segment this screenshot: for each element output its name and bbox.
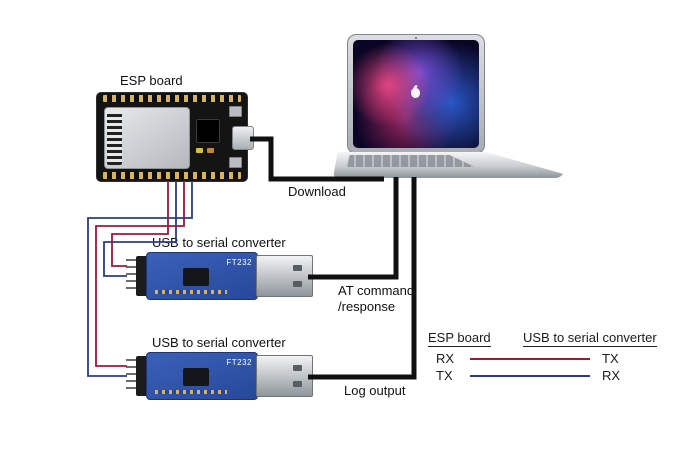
esp-pin-header-bottom [103, 172, 241, 179]
esp-reset-button [229, 157, 242, 168]
converter2-usb-plug [256, 355, 313, 397]
converter1-solder-pads [155, 290, 227, 294]
esp-led [207, 148, 214, 153]
at-command-label: AT command /response [338, 283, 414, 316]
laptop-display [353, 40, 479, 148]
laptop [333, 34, 565, 180]
converter2-solder-pads [155, 390, 227, 394]
legend-rx-tx-line [470, 358, 590, 360]
legend-esp-rx-label: RX [436, 351, 455, 366]
laptop-base [333, 152, 565, 178]
converter1-label: USB to serial converter [152, 235, 286, 250]
usb-plug-hole [293, 381, 302, 387]
apple-logo-icon [411, 88, 420, 98]
legend-converter-rx-label: RX [602, 368, 621, 383]
converter1-ft232-chip [183, 268, 209, 286]
esp-micro-usb-port [232, 126, 254, 150]
converter1-usb-plug [256, 255, 313, 297]
esp-board-label: ESP board [120, 73, 183, 88]
esp-boot-button [229, 106, 242, 117]
legend-esp-column-header: ESP board [428, 330, 491, 347]
at-command-label-line2: /response [338, 299, 396, 315]
converter2-pcb: FT232 [146, 352, 258, 400]
legend-tx-rx-line [470, 375, 590, 377]
converter1-chip-label: FT232 [226, 258, 252, 267]
download-label: Download [288, 184, 346, 199]
usb-serial-converter-2: FT232 [126, 352, 313, 400]
legend-esp-tx-label: TX [436, 368, 453, 383]
converter2-chip-label: FT232 [226, 358, 252, 367]
esp-usb-uart-chip [196, 119, 220, 143]
wiring-legend: ESP board USB to serial converter RX TX … [420, 330, 688, 388]
at-command-label-line1: AT command [338, 283, 415, 298]
esp-pin-header-top [103, 95, 241, 102]
converter2-label: USB to serial converter [152, 335, 286, 350]
converter1-pcb: FT232 [146, 252, 258, 300]
usb-plug-hole [293, 281, 302, 287]
esp-led [196, 148, 203, 153]
log-output-label: Log output [344, 383, 406, 398]
esp-rf-shield [104, 107, 190, 169]
legend-converter-column-header: USB to serial converter [523, 330, 657, 347]
usb-serial-converter-1: FT232 [126, 252, 313, 300]
converter2-ft232-chip [183, 368, 209, 386]
laptop-camera [415, 37, 417, 39]
usb-plug-hole [293, 365, 302, 371]
esp-antenna [107, 111, 122, 165]
laptop-keyboard [347, 155, 475, 167]
usb-plug-hole [293, 265, 302, 271]
legend-converter-tx-label: TX [602, 351, 619, 366]
esp-board [96, 92, 254, 182]
laptop-screen [347, 34, 485, 154]
log-output-cable [308, 177, 417, 380]
